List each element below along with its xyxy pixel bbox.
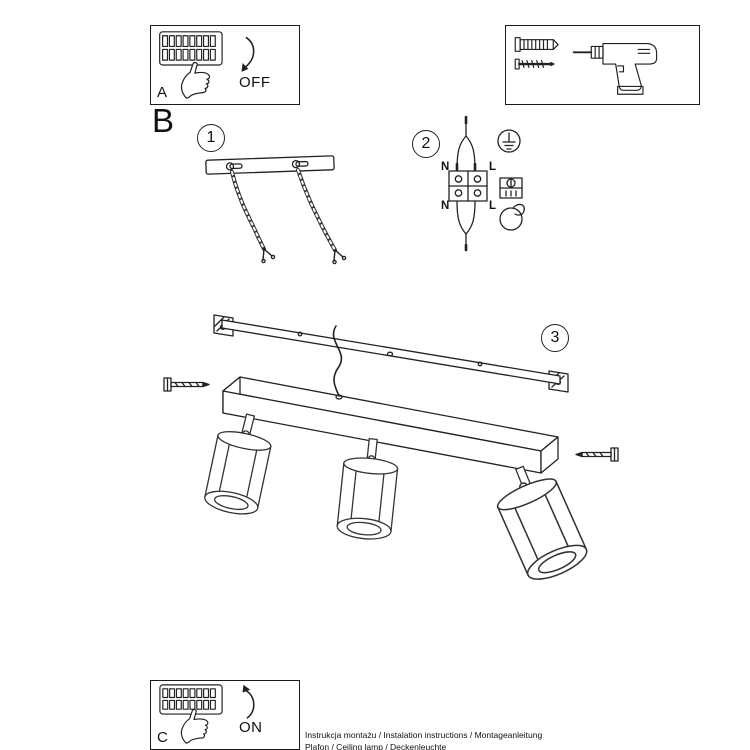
- wire-live-label-bottom: L: [489, 200, 497, 212]
- wire-2-icon: [296, 168, 347, 265]
- section-b-label: B: [152, 102, 175, 139]
- lamp-cable-out-icon: [456, 200, 476, 252]
- hand-icon: [180, 708, 209, 744]
- power-off-illustration: [159, 31, 255, 99]
- right-screw-icon: [575, 447, 619, 462]
- step-1-badge: 1: [197, 124, 225, 152]
- wire-neutral-label-bottom: N: [441, 200, 450, 212]
- tools-box: [505, 25, 700, 105]
- power-off-step-box: OFF A: [150, 25, 300, 105]
- power-on-illustration: [159, 684, 255, 744]
- step3-assembly-drawing: [163, 314, 619, 587]
- drill-icon: [572, 42, 658, 95]
- cable-clamp-icon: [499, 177, 523, 199]
- wire-1-icon: [230, 170, 276, 264]
- wire-live-label-top: L: [489, 161, 497, 173]
- toggle-up-arrow-icon: [242, 684, 255, 719]
- step-2-badge: 2: [412, 130, 440, 158]
- wire-neutral-label-top: N: [441, 161, 450, 173]
- supply-cable-icon: [455, 115, 477, 173]
- panel-c-label: C: [157, 729, 168, 746]
- step-3-badge: 3: [541, 324, 569, 352]
- power-on-step-box: ON C: [150, 680, 300, 750]
- spotlight-2: [335, 452, 400, 543]
- ceiling-strip-icon: [213, 314, 569, 393]
- panel-a-label: A: [157, 84, 168, 101]
- step2-wiring-drawing: [448, 115, 525, 252]
- hand-icon: [180, 61, 211, 99]
- mounting-bracket-icon: [205, 155, 335, 175]
- footer-line-1: Instrukcja montażu / Instalation instruc…: [305, 730, 543, 740]
- off-label: OFF: [239, 74, 271, 91]
- terminal-block-icon: [448, 170, 488, 202]
- ring-terminal-icon: [499, 203, 525, 231]
- screw-icon: [514, 58, 556, 70]
- spotlight-1: [202, 424, 274, 519]
- left-screw-icon: [163, 377, 210, 392]
- toggle-down-arrow-icon: [241, 36, 255, 72]
- breaker-panel-icon: [159, 31, 223, 66]
- lamp-bar-icon: [222, 376, 559, 474]
- earth-symbol-icon: [497, 129, 521, 153]
- wall-plug-icon: [514, 37, 559, 52]
- footer-line-2: Plafon / Ceiling lamp / Deckenleuchte: [305, 741, 447, 750]
- spotlight-3: [492, 469, 592, 587]
- step1-bracket-drawing: [205, 155, 347, 265]
- hanging-cable-icon: [332, 325, 343, 397]
- footer-text: Instrukcja montażu / Instalation instruc…: [305, 730, 542, 750]
- tools-illustration: [514, 37, 658, 95]
- on-label: ON: [239, 719, 263, 736]
- breaker-panel-icon: [159, 684, 223, 715]
